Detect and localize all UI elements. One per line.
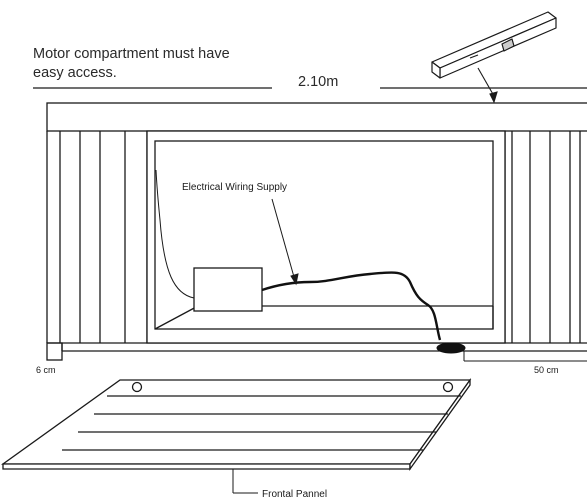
wiring-label: Electrical Wiring Supply [182, 182, 287, 193]
rail-leader-arrow [477, 67, 498, 104]
panel-leader-line [232, 469, 258, 494]
rail-piece-illustration [431, 11, 557, 79]
frontal-panel-label: Frontal Pannel [262, 489, 327, 500]
right-dimension-label: 50 cm [534, 365, 559, 375]
access-note-line1: Motor compartment must have [33, 46, 230, 62]
cable-hole [436, 342, 466, 354]
wiring-leader-arrow [271, 198, 299, 286]
left-dimension-label: 6 cm [36, 365, 56, 375]
frontal-panel [0, 377, 472, 472]
electrical-wiring-cable [261, 271, 442, 341]
right-dimension-bracket [463, 351, 587, 362]
access-note-line2: easy access. [33, 65, 117, 81]
motor-box [193, 267, 263, 312]
width-dimension-label: 2.10m [298, 74, 338, 90]
motor-thin-cable [155, 169, 195, 299]
